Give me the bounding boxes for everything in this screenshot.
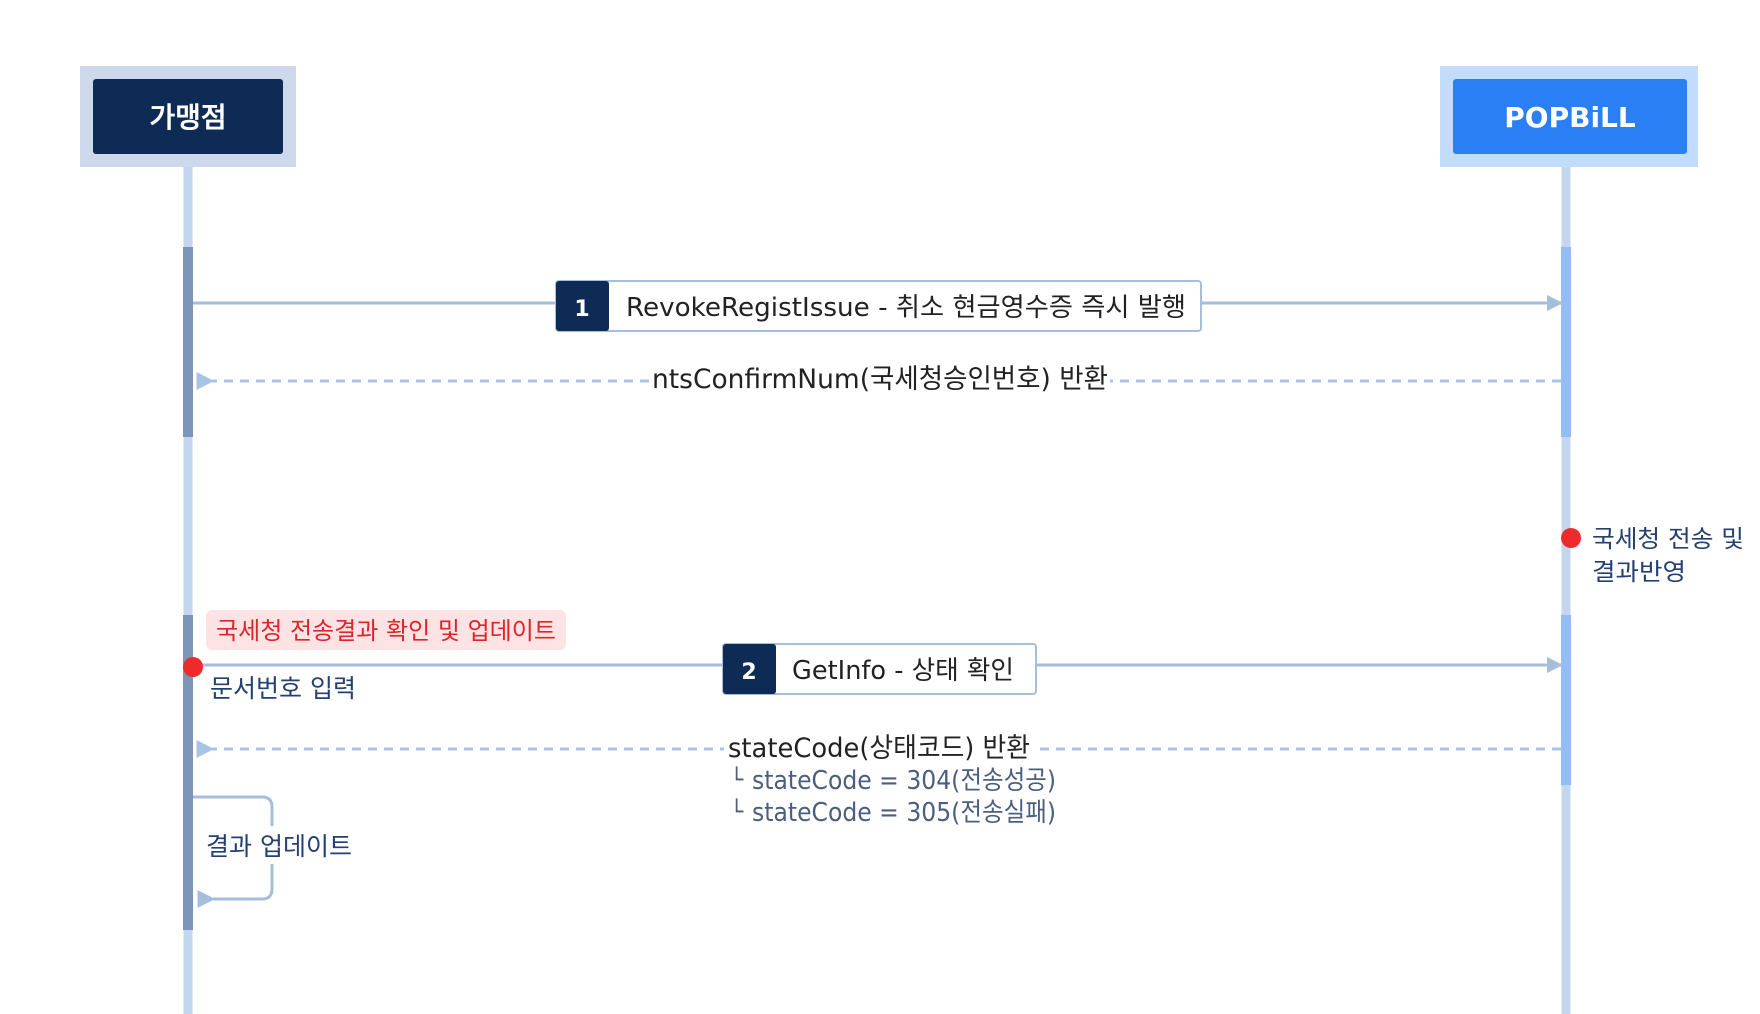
result-update-label: 결과 업데이트 <box>206 832 352 861</box>
merchant-label: 가맹점 <box>149 101 226 134</box>
actor-merchant: 가맹점 <box>80 66 296 167</box>
step-1-label-box: 1 RevokeRegistIssue - 취소 현금영수증 즉시 발행 <box>555 280 1202 332</box>
merchant-box <box>93 79 283 154</box>
state-code-2-text: stateCode = 305(전송실패) <box>752 798 1056 828</box>
nts-transmit-note-line2: 결과반영 <box>1592 558 1686 586</box>
state-code-1-prefix: └ <box>730 766 744 793</box>
popbill-activation-1 <box>1561 247 1571 437</box>
step-2-label: GetInfo - 상태 확인 <box>792 656 1014 686</box>
step-1-badge <box>556 281 609 331</box>
step-1-label: RevokeRegistIssue - 취소 현금영수증 즉시 발행 <box>626 293 1186 323</box>
step-2-number: 2 <box>741 660 756 685</box>
state-code-2-prefix: └ <box>730 798 744 825</box>
nts-check-update-bg <box>206 610 566 650</box>
state-code-1-text: stateCode = 304(전송성공) <box>752 766 1056 796</box>
popbill-box <box>1453 79 1687 154</box>
step-2-badge <box>723 644 776 694</box>
nts-transmit-note-line1: 국세청 전송 및 <box>1592 525 1744 553</box>
state-code-list: └ stateCode = 304(전송성공) └ stateCode = 30… <box>730 766 1056 828</box>
return-2-label-bg <box>724 727 1034 765</box>
popbill-activation-2 <box>1561 615 1571 785</box>
step-1-number: 1 <box>574 297 589 322</box>
popbill-label: POPBiLL <box>1504 101 1636 134</box>
return-1-label-bg <box>650 358 1110 396</box>
merchant-activation-2 <box>183 615 193 930</box>
nts-transmit-dot <box>1561 528 1581 548</box>
doc-number-dot <box>183 657 203 677</box>
doc-number-input-label: 문서번호 입력 <box>210 674 356 703</box>
return-1-label: ntsConfirmNum(국세청승인번호) 반환 <box>652 364 1108 395</box>
nts-check-update-label: 국세청 전송결과 확인 및 업데이트 <box>216 617 556 645</box>
actor-popbill: POPBiLL <box>1440 66 1698 167</box>
step-2-label-box: 2 GetInfo - 상태 확인 <box>722 643 1037 695</box>
merchant-activation-1 <box>183 247 193 437</box>
result-update-label-bg <box>204 826 354 864</box>
return-2-label: stateCode(상태코드) 반환 <box>728 733 1030 764</box>
